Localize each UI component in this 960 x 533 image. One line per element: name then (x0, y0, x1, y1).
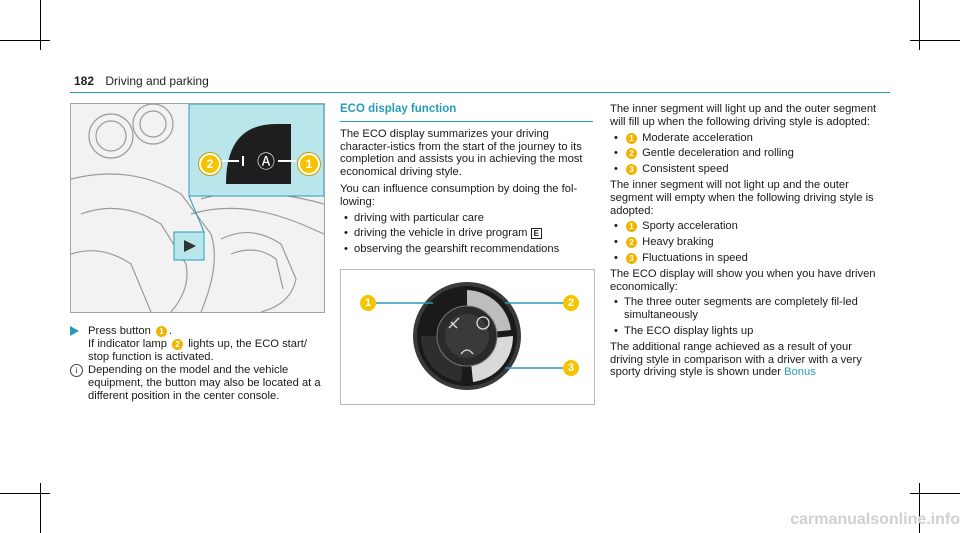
right-column: The inner segment will light up and the … (610, 103, 878, 379)
list-item-text: Gentle deceleration and rolling (642, 147, 794, 160)
paragraph-economical: The ECO display will show you when you h… (610, 267, 876, 293)
list-item-text: Consistent speed (642, 163, 729, 176)
list-item-text: Sporty acceleration (642, 220, 738, 233)
section-title: Driving and parking (105, 74, 209, 88)
callout-1: 1 (298, 153, 320, 175)
paragraph-bonus: The additional range achieved as a resul… (610, 341, 878, 379)
info-icon: i (70, 364, 83, 378)
list-item: 2 Gentle deceleration and rolling (610, 147, 878, 160)
indicator-prefix: If indicator lamp (88, 337, 167, 350)
badge-1: 1 (626, 221, 637, 233)
section-heading: ECO display function (340, 103, 457, 115)
badge-2: 2 (172, 338, 184, 350)
info-note: i Depending on the model and the vehicle… (70, 364, 340, 402)
list-item-text: Heavy braking (642, 236, 714, 249)
badge-2: 2 (626, 237, 637, 249)
list-item-text: Moderate acceleration (642, 131, 753, 144)
console-drawing: Ⓐ (71, 104, 324, 312)
badge-3: 3 (626, 252, 637, 264)
page-number: 182 (74, 74, 95, 88)
section-rule (340, 120, 593, 122)
console-illustration: Ⓐ 2 1 (70, 103, 325, 313)
list-item: The ECO display lights up (610, 325, 878, 338)
paragraph-empty: The inner segment will not light up and … (610, 178, 874, 217)
page-header: 182 Driving and parking (74, 74, 209, 88)
list-item: 1 Sporty acceleration (610, 220, 878, 233)
info-note-text: Depending on the model and the vehicle e… (88, 364, 321, 402)
indicator-text: If indicator lamp 2 lights up, the ECO s… (70, 338, 340, 364)
header-rule (70, 92, 890, 93)
callout-2: 2 (199, 153, 221, 175)
list-item-text: Fluctuations in speed (642, 251, 748, 264)
list-item: 2 Heavy braking (610, 236, 878, 249)
crop-mark (0, 493, 50, 494)
paragraph-light-up: The inner segment will light up and the … (610, 103, 877, 128)
step-arrow-icon (70, 326, 79, 336)
list-item: 3 Consistent speed (610, 163, 878, 176)
step-text: Press button (88, 325, 151, 337)
crop-mark (910, 40, 960, 41)
badge-2: 2 (626, 148, 637, 160)
list-item: 1 Moderate acceleration (610, 132, 878, 145)
eco-intro-paragraph: The ECO display summarizes your driving … (340, 127, 583, 179)
crop-mark (919, 0, 920, 50)
badge-1: 1 (626, 132, 637, 144)
list-item: observing the gearshift recommendations (340, 243, 593, 256)
list-item-text: driving the vehicle in drive program (354, 227, 528, 240)
crop-mark (40, 0, 41, 50)
step-press-button: Press button 1. (70, 325, 340, 338)
callout-2: 2 (563, 295, 579, 311)
list-item: driving the vehicle in drive program E (340, 227, 593, 240)
list-item: The three outer segments are completely … (610, 296, 878, 322)
badge-1: 1 (155, 326, 167, 337)
eco-display-drawing (375, 282, 563, 390)
crop-mark (0, 40, 50, 41)
step-suffix: . (168, 325, 173, 337)
bonus-link[interactable]: Bonus (784, 366, 816, 379)
list-item: 3 Fluctuations in speed (610, 252, 878, 265)
eco-influence-paragraph: You can influence consumption by doing t… (340, 182, 578, 208)
eco-button-glyph: Ⓐ (257, 152, 275, 173)
middle-column: ECO display function The ECO display sum… (340, 103, 593, 256)
left-column: Press button 1. If indicator lamp 2 ligh… (70, 325, 340, 403)
crop-mark (919, 483, 920, 533)
bonus-text: The additional range achieved as a resul… (610, 340, 862, 379)
eco-display-illustration: 1 2 3 (340, 269, 595, 405)
watermark: carmanualsonline.info (790, 511, 960, 528)
callout-1: 1 (360, 295, 376, 311)
badge-3: 3 (626, 164, 637, 176)
indicator-suffix: lights up, the ECO start/ stop function … (88, 337, 307, 363)
crop-mark (910, 493, 960, 494)
drive-program-e-icon: E (530, 228, 542, 240)
list-item: driving with particular care (340, 212, 593, 225)
crop-mark (40, 483, 41, 533)
callout-3: 3 (563, 360, 579, 376)
